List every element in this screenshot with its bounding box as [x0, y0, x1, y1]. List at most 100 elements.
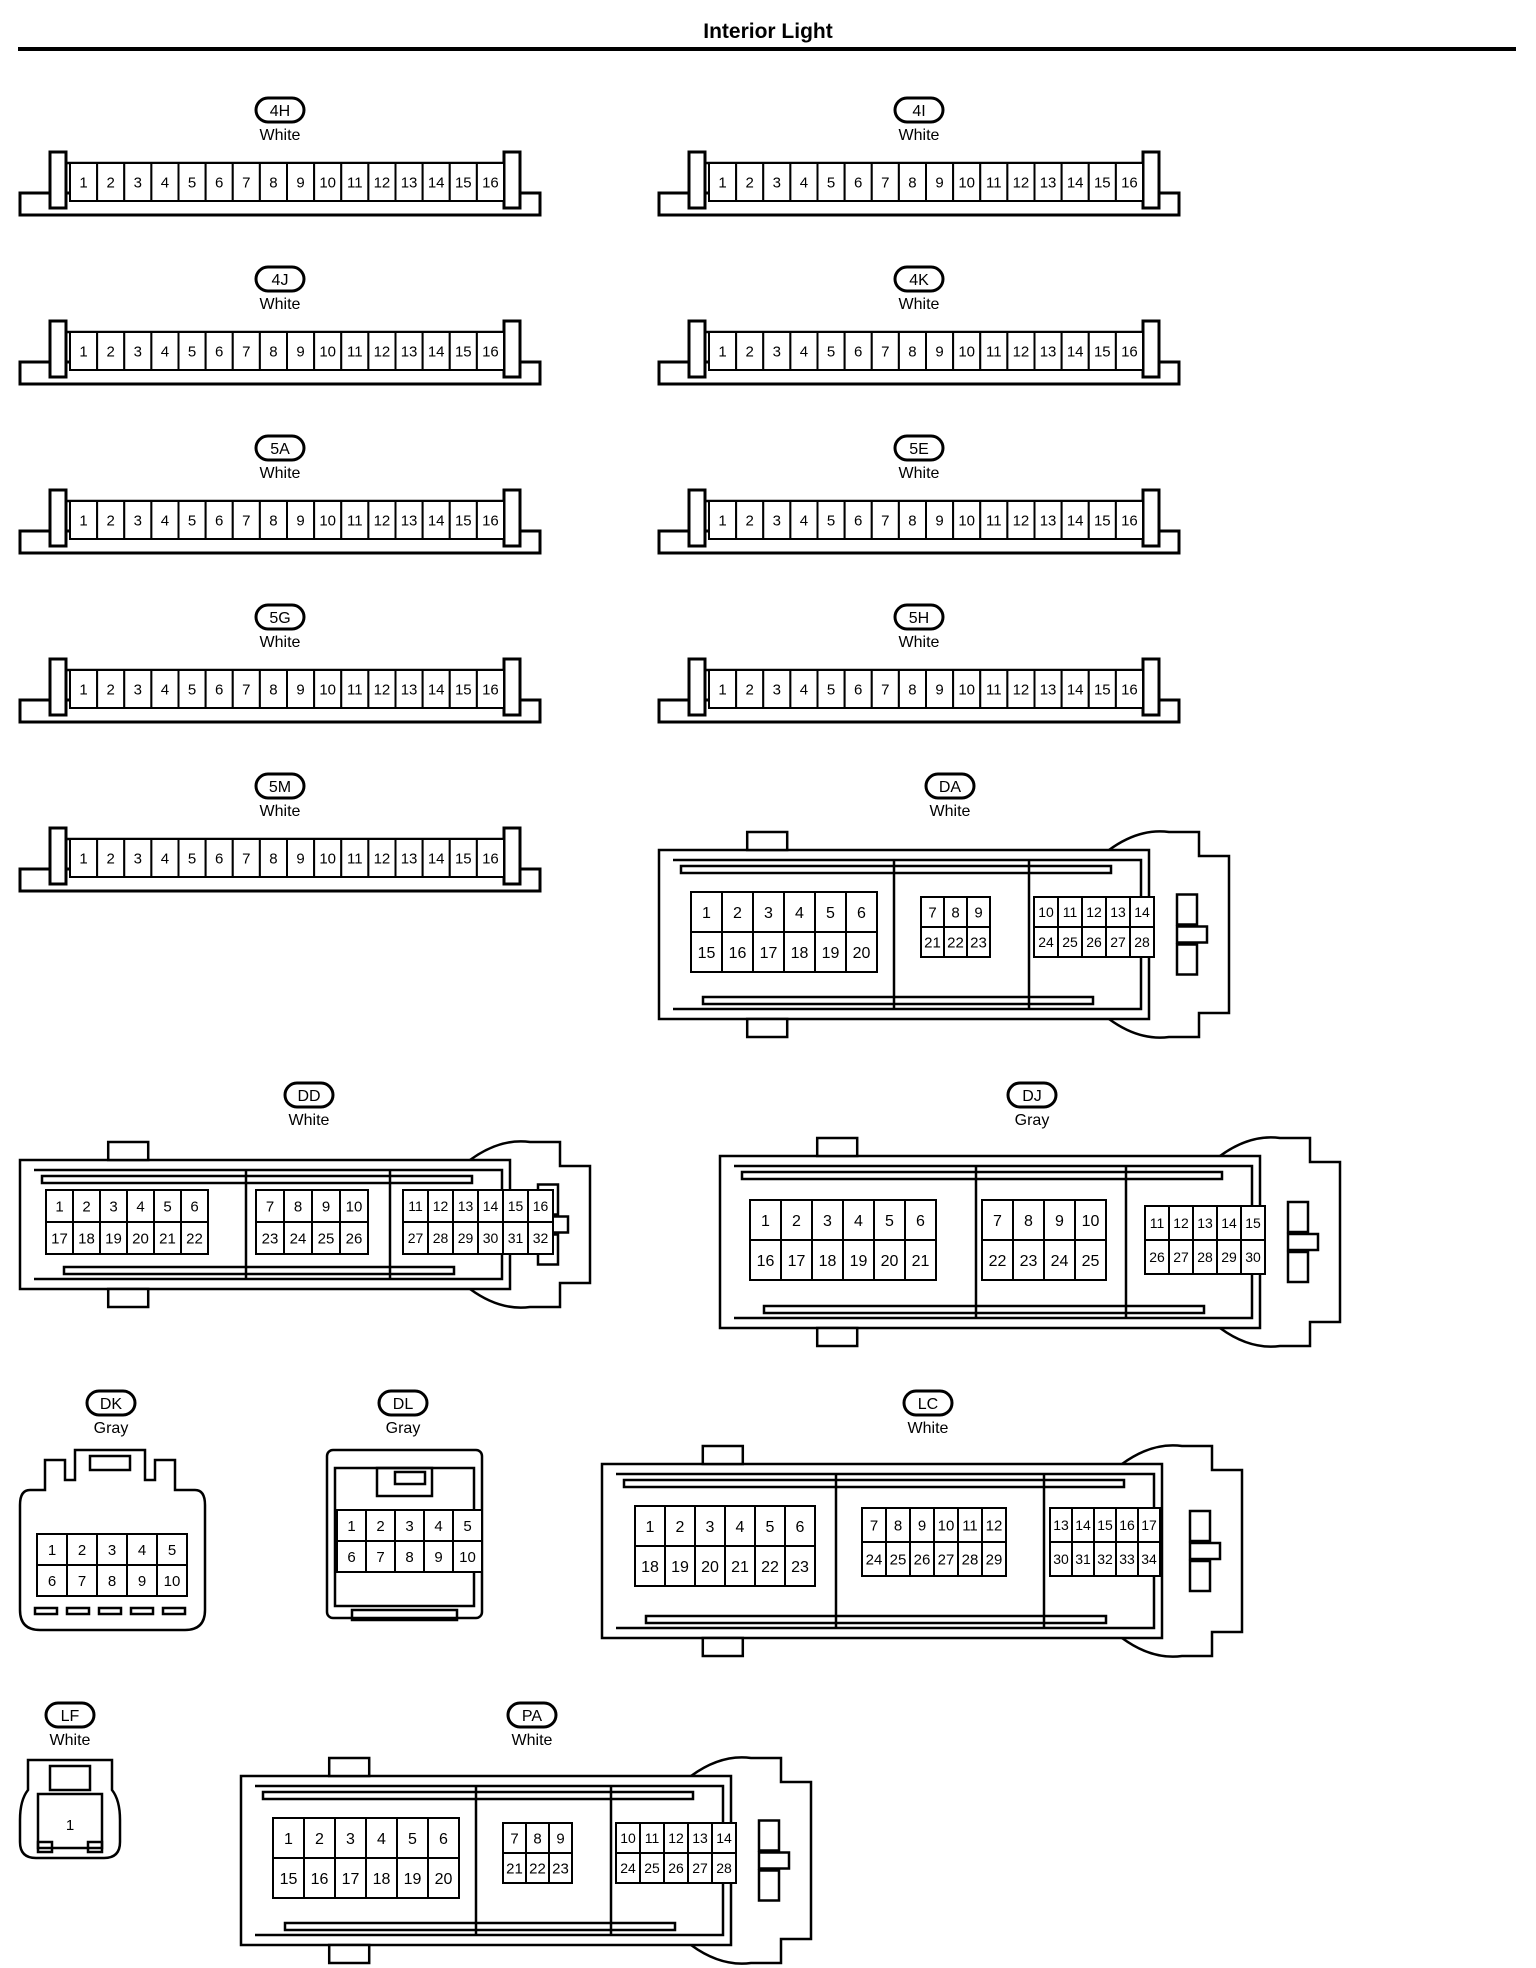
pin-cell [897, 669, 927, 709]
pin-number: 12 [1013, 174, 1030, 191]
pin-number: 13 [1053, 1517, 1069, 1533]
pin-cell [340, 162, 370, 202]
pin-number: 11 [645, 1830, 660, 1846]
pin-cell [1114, 162, 1144, 202]
pin-cell [1081, 896, 1107, 928]
pin-cell [1168, 1239, 1194, 1275]
pin-number: 10 [938, 1517, 955, 1534]
pin-number: 3 [134, 174, 142, 191]
pin-cell [153, 1221, 182, 1255]
pin-cell [340, 669, 370, 709]
pin-number: 9 [935, 681, 943, 698]
pin-cell [1105, 926, 1131, 958]
pin-cell [475, 669, 505, 709]
pin-number: 32 [1097, 1551, 1113, 1567]
pin-cell [1114, 669, 1144, 709]
connector-id: 5G [269, 610, 290, 627]
pin-number: 15 [455, 174, 472, 191]
pin-cell [979, 162, 1009, 202]
pin-number: 14 [1134, 904, 1150, 920]
pin-number: 12 [1013, 512, 1030, 529]
pin-cell [69, 669, 99, 709]
pin-number: 8 [908, 681, 916, 698]
pin-number: 7 [881, 681, 889, 698]
title-rule [18, 47, 1516, 51]
pin-number: 6 [439, 1831, 448, 1848]
pin-number: 19 [404, 1871, 422, 1888]
pin-number: 16 [757, 1253, 775, 1270]
pin-cell [123, 838, 153, 878]
pin-cell [475, 162, 505, 202]
pin-cell [475, 331, 505, 371]
pin-number: 15 [1094, 681, 1111, 698]
pin-number: 8 [269, 512, 277, 529]
pin-number: 23 [791, 1559, 809, 1576]
connector-id: 4H [270, 103, 290, 120]
pin-cell [339, 1221, 369, 1255]
pin-number: 13 [1040, 343, 1057, 360]
pin-number: 8 [294, 1198, 302, 1215]
pin-number: 22 [947, 934, 964, 951]
pin-number: 6 [854, 343, 862, 360]
pin-number: 12 [374, 850, 391, 867]
pin-cell [177, 162, 207, 202]
pin-number: 6 [190, 1198, 198, 1215]
pin-number: 13 [1197, 1215, 1213, 1231]
pin-cell [336, 1540, 367, 1573]
pin-number: 22 [761, 1559, 779, 1576]
pin-cell [966, 926, 991, 958]
pin-number: 15 [1094, 512, 1111, 529]
pin-cell [925, 162, 955, 202]
pin-cell [340, 838, 370, 878]
pin-number: 2 [107, 681, 115, 698]
pin-number: 6 [215, 681, 223, 698]
pin-number: 16 [311, 1871, 329, 1888]
pin-number: 6 [215, 343, 223, 360]
pin-number: 2 [792, 1213, 801, 1230]
pin-cell [452, 1509, 483, 1542]
pin-number: 8 [894, 1517, 902, 1534]
pin-cell [639, 1852, 665, 1884]
pin-number: 2 [376, 1518, 384, 1535]
pin-number: 15 [1094, 343, 1111, 360]
pin-cell [843, 500, 873, 540]
pin-number: 13 [401, 850, 418, 867]
pin-number: 8 [269, 850, 277, 867]
pin-number: 7 [242, 850, 250, 867]
pin-number: 2 [107, 512, 115, 529]
pin-number: 9 [296, 850, 304, 867]
pin-number: 5 [826, 905, 835, 922]
pin-cell [780, 1239, 813, 1281]
pin-number: 28 [1134, 934, 1150, 950]
pin-number: 26 [1086, 934, 1102, 950]
pin-number: 1 [79, 681, 87, 698]
pin-number: 4 [161, 681, 169, 698]
pin-cell [231, 162, 261, 202]
pin-number: 10 [319, 850, 336, 867]
pin-number: 10 [958, 512, 975, 529]
pin-number: 27 [1110, 934, 1126, 950]
pin-number: 3 [773, 681, 781, 698]
pin-cell [123, 669, 153, 709]
pin-cell [258, 669, 288, 709]
pin-number: 3 [134, 343, 142, 360]
pin-number: 8 [908, 512, 916, 529]
pin-number: 2 [676, 1519, 685, 1536]
pin-number: 17 [760, 945, 778, 962]
pin-cell [448, 162, 478, 202]
pin-number: 10 [958, 343, 975, 360]
connector-color: Gray [1015, 1112, 1050, 1129]
pin-cell [272, 1857, 305, 1899]
pin-number: 1 [79, 174, 87, 191]
pin-number: 21 [731, 1559, 749, 1576]
pin-number: 4 [136, 1198, 144, 1215]
pin-cell [664, 1545, 696, 1587]
pin-number: 18 [373, 1871, 391, 1888]
pin-number: 5 [463, 1518, 471, 1535]
